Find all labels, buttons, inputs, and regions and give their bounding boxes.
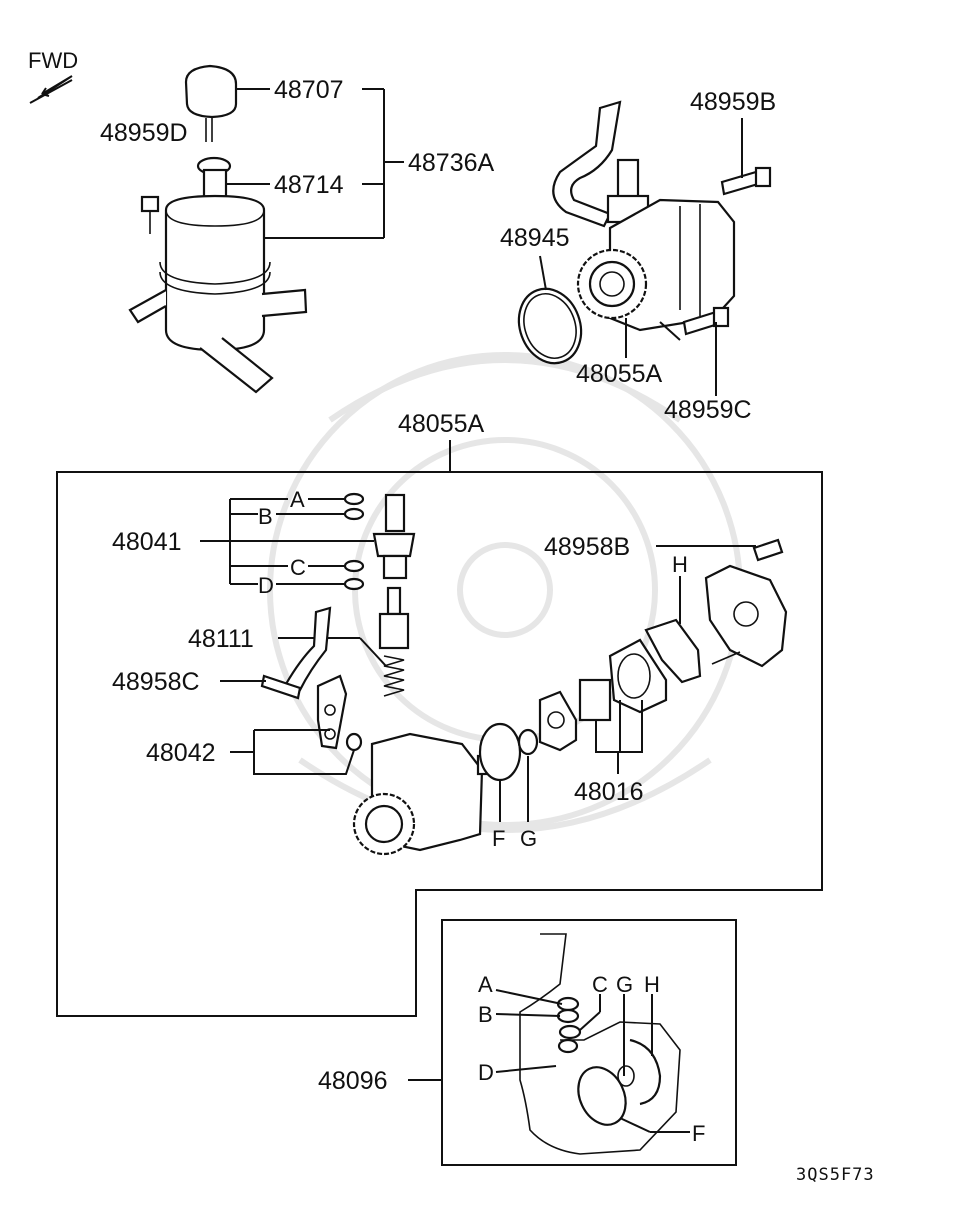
label-48714: 48714	[274, 171, 344, 199]
label-48016: 48016	[574, 778, 644, 806]
label-48055A-box: 48055A	[398, 410, 485, 438]
label-48111: 48111	[188, 625, 254, 653]
valve-48111-drawing	[378, 586, 410, 697]
label-48959B: 48959B	[690, 88, 776, 116]
reservoir-drawing	[128, 64, 308, 394]
label-48958B: 48958B	[544, 533, 630, 561]
cartridge-48016-drawing	[538, 638, 668, 752]
seal-label-G: G	[616, 972, 633, 997]
pump-body-drawing	[352, 722, 539, 856]
label-48736A: 48736A	[408, 149, 495, 177]
seal-label-F: F	[692, 1121, 705, 1146]
label-48945: 48945	[500, 224, 570, 252]
reservoir-leaders	[226, 88, 404, 239]
drawing-code: 3QS5F73	[796, 1165, 875, 1185]
label-D: D	[258, 573, 274, 598]
connector-leaders	[200, 498, 374, 585]
label-48958C: 48958C	[112, 668, 200, 696]
label-48096: 48096	[318, 1067, 388, 1095]
label-H: H	[672, 552, 688, 577]
label-A: A	[290, 487, 305, 512]
seal-label-B: B	[478, 1002, 493, 1027]
label-48707: 48707	[274, 76, 344, 104]
seal-label-C: C	[592, 972, 608, 997]
seal-kit-frame	[441, 919, 737, 1166]
seal-kit-drawing	[519, 933, 681, 1155]
pump-top-drawing	[517, 100, 772, 365]
exploded-view-frame	[56, 471, 823, 1017]
seal-label-H: H	[644, 972, 660, 997]
label-48041: 48041	[112, 528, 182, 556]
label-F: F	[492, 826, 505, 851]
cover-48958B-drawing	[644, 538, 788, 684]
label-B: B	[258, 504, 273, 529]
fwd-label: FWD	[28, 48, 78, 73]
label-48959C: 48959C	[664, 396, 752, 424]
label-48959D: 48959D	[100, 119, 188, 147]
seal-label-A: A	[478, 972, 493, 997]
seal-kit-leaders	[495, 989, 690, 1133]
fwd-indicator: FWD	[28, 48, 78, 104]
pump-top-leaders	[539, 118, 743, 396]
seal-label-D: D	[478, 1060, 494, 1085]
label-48055A-top: 48055A	[576, 360, 663, 388]
label-C: C	[290, 555, 306, 580]
label-G: G	[520, 826, 537, 851]
connector-48041-drawing	[343, 492, 416, 591]
label-48042: 48042	[146, 739, 216, 767]
bracket-48042-drawing	[260, 606, 363, 752]
